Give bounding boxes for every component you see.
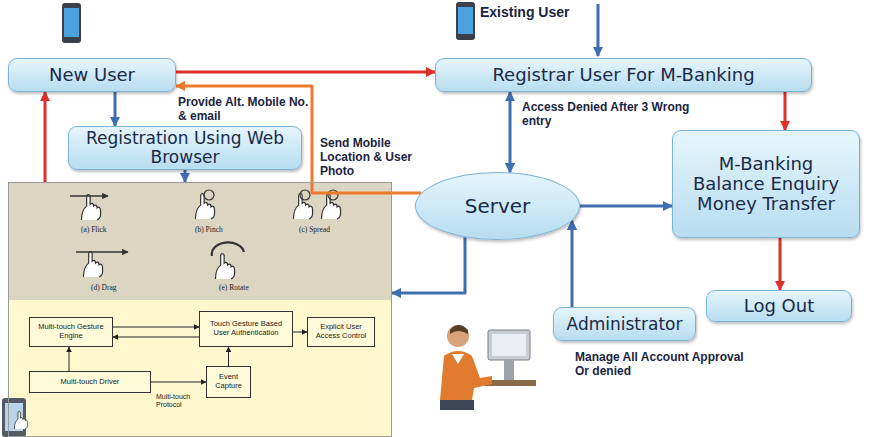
node-text: Log Out — [744, 296, 815, 316]
node-text: Registration Using Web Browser — [77, 129, 293, 166]
flow-arrow — [114, 92, 117, 126]
node-text: Multi-touch Driver — [61, 378, 120, 387]
process-box: Registrar User For M-Banking — [435, 58, 812, 92]
module-box: Touch Gesture Based User Authentication — [199, 311, 293, 347]
flow-arrow — [184, 170, 187, 182]
flow-arrow — [779, 238, 782, 290]
node-text: Multi-touch Gesture Engine — [32, 323, 110, 340]
gesture-caption: (d) Drag — [91, 283, 117, 292]
node-text: New User — [49, 65, 135, 85]
touch-phone-icon — [2, 398, 28, 437]
flow-arrow — [509, 92, 512, 172]
hair — [450, 325, 468, 334]
module-box: Multi-touch Driver — [29, 371, 151, 393]
mobile-icon — [456, 2, 475, 40]
node-text: Administrator — [567, 315, 683, 334]
flow-arrow — [392, 237, 465, 293]
hand-icon — [215, 254, 234, 279]
module-box: Event Capture — [206, 366, 251, 398]
node-text: Registrar User For M-Banking — [492, 65, 754, 85]
flick-arrow — [70, 195, 108, 196]
flow-arrow — [228, 347, 229, 366]
flow-arrow — [580, 205, 672, 208]
entry-arrow — [597, 4, 600, 56]
figure-panel: (a) Flick (b) Pinch (c) Spread (d) Drag (e) … — [8, 182, 392, 437]
flow-arrow — [293, 332, 307, 333]
flow-arrow — [113, 327, 199, 328]
node-text: M-Banking Balance Enquiry Money Transfer — [681, 154, 851, 213]
mobile-icon — [62, 3, 81, 43]
end-box: Log Out — [706, 290, 852, 322]
phone-screen — [64, 8, 79, 37]
node-text: Server — [465, 195, 531, 217]
gesture-caption: (c) Spread — [299, 225, 330, 234]
rotate-arc — [212, 242, 244, 256]
flow-arrow — [784, 92, 787, 130]
block-band — [8, 300, 392, 437]
node-text: Explicit User Access Control — [310, 323, 372, 340]
note-label: Access Denied After 3 Wrong entry — [522, 100, 692, 128]
gesture-band — [8, 182, 392, 300]
flow-arrow — [44, 92, 47, 182]
service-box: M-Banking Balance Enquiry Money Transfer — [672, 130, 860, 238]
start-box: New User — [8, 58, 176, 92]
drag-arrow — [76, 251, 128, 252]
hand-icon — [81, 195, 100, 220]
trousers — [440, 400, 474, 410]
process-box: Registration Using Web Browser — [68, 126, 302, 170]
monitor-screen — [492, 334, 526, 356]
actor-box: Administrator — [553, 307, 696, 341]
flow-arrow — [176, 71, 435, 74]
module-box: Multi-touch Gesture Engine — [29, 317, 113, 347]
phone-body — [62, 3, 81, 43]
gesture-caption: (e) Rotate — [219, 283, 249, 292]
flow-arrow — [69, 347, 70, 371]
note-label: Existing User — [480, 5, 592, 19]
shirt — [440, 351, 492, 400]
flow-arrow — [151, 382, 206, 383]
pinch-ring — [204, 190, 214, 200]
flow-arrow — [113, 337, 199, 338]
note-label: Send Mobile Location & User Photo — [320, 136, 416, 178]
phone-screen — [458, 7, 473, 34]
note-label: Provide Alt. Mobile No. & email — [178, 95, 310, 123]
gesture-icons — [70, 190, 341, 279]
monitor — [488, 330, 530, 360]
note-label: Manage All Account Approval Or denied — [575, 350, 745, 378]
flow-arrow — [571, 221, 574, 307]
gesture-caption: (a) Flick — [81, 225, 107, 234]
gesture-caption: (b) Pinch — [195, 225, 223, 234]
phone-body — [456, 2, 475, 40]
node-text: Touch Gesture Based User Authentication — [202, 320, 290, 337]
module-box: Explicit User Access Control — [307, 317, 375, 347]
head — [447, 325, 469, 347]
hand-icon — [14, 411, 27, 429]
note-label: Multi-touch Protocol — [156, 393, 204, 408]
spread-ring — [300, 190, 310, 200]
server-ellipse: Server — [415, 172, 580, 240]
operator-figure — [440, 325, 536, 410]
collar — [452, 354, 464, 364]
hand-icon — [83, 252, 102, 277]
node-text: Event Capture — [209, 373, 248, 390]
monitor-stand — [504, 360, 514, 380]
